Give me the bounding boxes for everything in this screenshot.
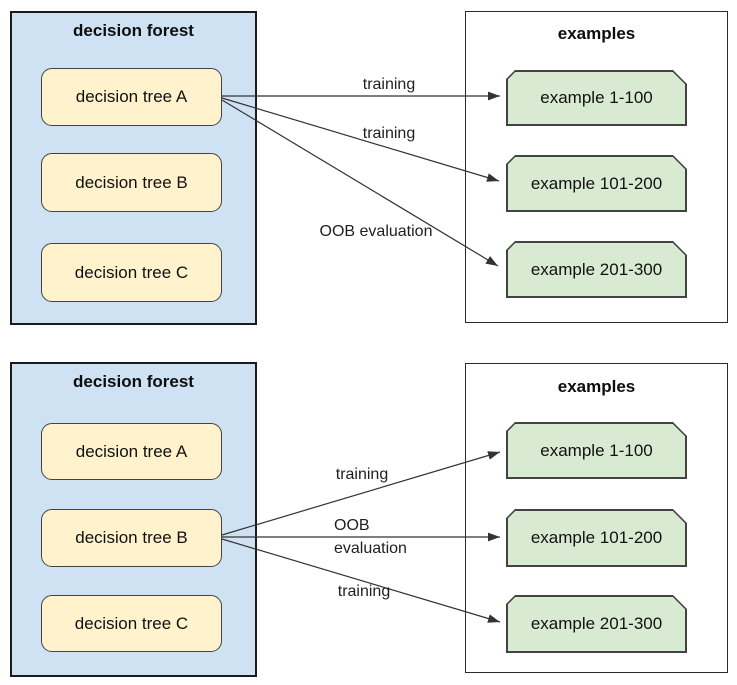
tree-node-c-top: decision tree C bbox=[41, 243, 222, 302]
arrow-label-training-top-2: training bbox=[362, 125, 416, 142]
examples-title-top: examples bbox=[557, 24, 636, 43]
example-node-1-top-label: example 1-100 bbox=[508, 72, 686, 125]
arrow-label-training-top-1: training bbox=[362, 76, 416, 93]
tree-node-a-bottom: decision tree A bbox=[41, 423, 222, 480]
example-node-1-top: example 1-100 bbox=[506, 70, 687, 126]
tree-node-b-bottom: decision tree B bbox=[41, 509, 222, 567]
arrow-label-training-bottom-1: training bbox=[335, 466, 389, 483]
example-node-1-bottom: example 1-100 bbox=[506, 422, 687, 479]
forest-title-top: decision forest bbox=[73, 21, 194, 40]
example-node-3-top: example 201-300 bbox=[506, 241, 687, 298]
example-node-3-top-label: example 201-300 bbox=[508, 243, 686, 297]
arrow-label-oob-bottom: OOB evaluation bbox=[334, 517, 407, 557]
example-node-2-bottom-label: example 101-200 bbox=[508, 511, 686, 566]
tree-node-b-top: decision tree B bbox=[41, 153, 222, 212]
arrow-label-oob-top: OOB evaluation bbox=[319, 223, 433, 240]
example-node-2-top: example 101-200 bbox=[506, 155, 687, 212]
examples-title-bottom: examples bbox=[557, 377, 636, 396]
tree-node-a-top: decision tree A bbox=[41, 68, 222, 126]
example-node-3-bottom-label: example 201-300 bbox=[508, 597, 686, 652]
example-node-1-bottom-label: example 1-100 bbox=[508, 424, 686, 478]
example-node-3-bottom: example 201-300 bbox=[506, 595, 687, 653]
example-node-2-top-label: example 101-200 bbox=[508, 157, 686, 211]
tree-node-c-bottom: decision tree C bbox=[41, 595, 222, 652]
forest-title-bottom: decision forest bbox=[73, 372, 194, 391]
arrow-label-training-bottom-2: training bbox=[337, 583, 391, 600]
example-node-2-bottom: example 101-200 bbox=[506, 509, 687, 567]
